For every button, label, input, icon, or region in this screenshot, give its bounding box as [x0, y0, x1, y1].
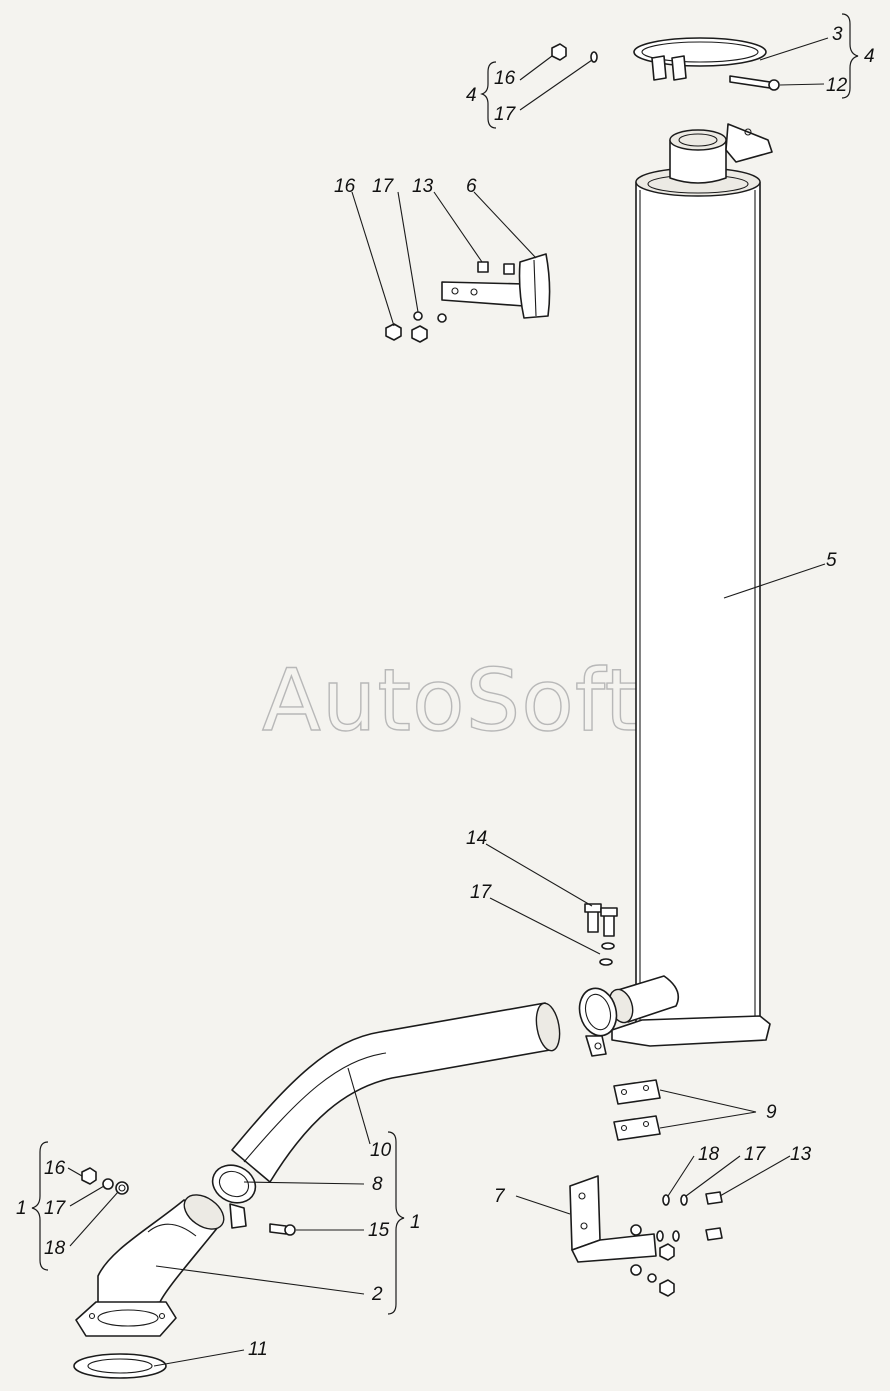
callout-14: 14: [466, 828, 487, 849]
lower-bracket: [569, 1175, 657, 1276]
clamp-bolt: [729, 75, 780, 91]
callout-18-right: 18: [698, 1144, 720, 1165]
top-nut: [551, 43, 567, 61]
callout-13-right: 13: [790, 1144, 812, 1165]
pipe-clamp: [211, 1164, 257, 1229]
top-clamp: [633, 37, 767, 81]
callout-15: 15: [368, 1220, 390, 1241]
elbow-pipe: [75, 1194, 225, 1337]
inlet-clamp: [578, 987, 618, 1057]
leader-lines: [67, 37, 829, 1367]
callout-16-upper: 16: [334, 176, 356, 197]
elbow-fasteners: [81, 1167, 129, 1195]
upper-bolts: [477, 261, 515, 275]
group-braces: [31, 13, 859, 1315]
callout-6: 6: [466, 176, 477, 197]
callout-17-left: 17: [44, 1198, 67, 1219]
callout-3: 3: [832, 24, 843, 45]
top-washer: [590, 51, 598, 63]
lower-fasteners: [647, 1191, 723, 1297]
curved-exhaust-pipe: [231, 1002, 561, 1183]
callout-16-top: 16: [494, 68, 516, 89]
callout-18-left: 18: [44, 1238, 66, 1259]
silencer-tube: [635, 167, 761, 1039]
pipe-bolt: [269, 1223, 296, 1236]
callout-8: 8: [372, 1174, 383, 1195]
gasket: [73, 1353, 167, 1379]
callout-16-left: 16: [44, 1158, 66, 1179]
callout-11: 11: [248, 1339, 268, 1360]
callout-10: 10: [370, 1140, 392, 1161]
upper-nuts-washers: [385, 311, 447, 343]
callout-13-upper: 13: [412, 176, 434, 197]
callout-9: 9: [766, 1102, 777, 1123]
callout-1-right: 1: [410, 1212, 421, 1233]
upper-bracket: [441, 253, 551, 319]
callout-2: 2: [371, 1284, 383, 1305]
callout-17-right: 17: [744, 1144, 767, 1165]
callout-1-left: 1: [16, 1198, 27, 1219]
callout-labels: 3 4 12 4 16 17 16 17 13 6 5 14 17 9 10 8…: [16, 24, 875, 1360]
outlet-cap: [669, 123, 773, 184]
silencer-inlet-stub: [608, 975, 680, 1024]
watermark: AutoSoft: [262, 651, 639, 751]
callout-17-upper: 17: [372, 176, 395, 197]
mount-bolts: [584, 903, 618, 966]
callout-12: 12: [826, 75, 848, 96]
callout-17-top: 17: [494, 104, 517, 125]
callout-4-left: 4: [466, 85, 477, 106]
callout-7: 7: [494, 1186, 506, 1207]
support-plates: [613, 1079, 661, 1141]
callout-4-right: 4: [864, 46, 875, 67]
silencer-base-plate: [611, 1015, 771, 1047]
callout-17-mid: 17: [470, 882, 493, 903]
callout-5: 5: [826, 550, 837, 571]
